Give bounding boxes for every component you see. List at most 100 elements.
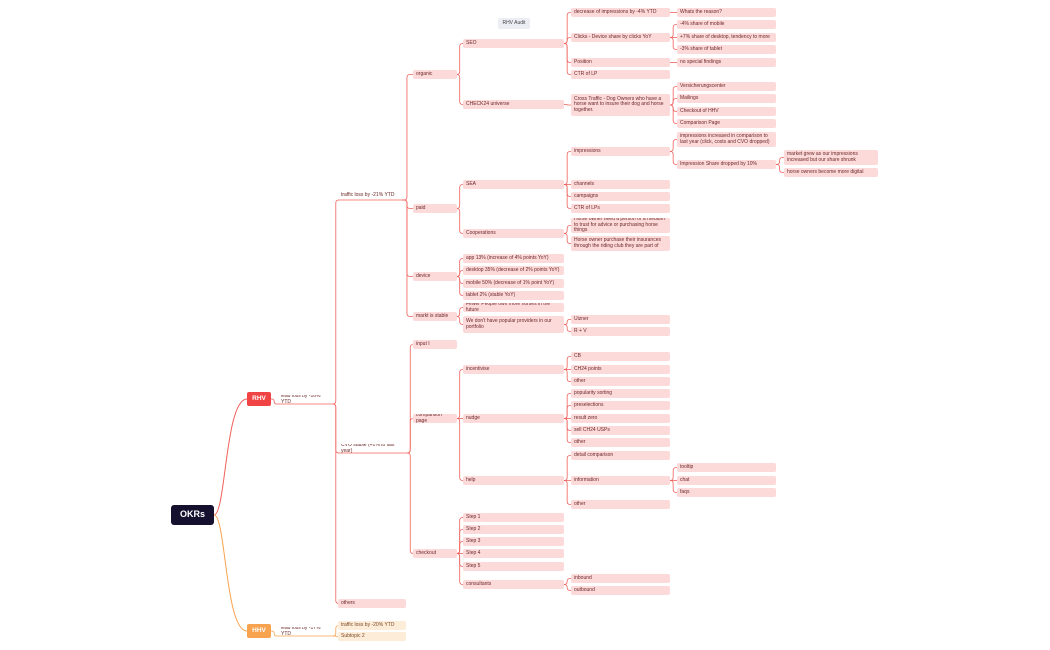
sea-item[interactable]: CTR of LPs [571,204,670,213]
cooperation-item[interactable]: Horse owner purchase their insurances th… [571,236,670,251]
connector-line [670,139,677,152]
cvo-stable-node[interactable]: CVO stable (+1% to last year) [341,444,395,453]
connector-line [776,157,784,165]
consultant-item[interactable]: outbound [571,586,670,595]
provider-item[interactable]: R + V [571,327,670,336]
incentive-item[interactable]: CB [571,352,670,361]
nudge-node[interactable]: nudge [463,414,564,423]
nudge-item[interactable]: other [571,438,670,447]
connector-line [407,452,414,554]
sea-node[interactable]: SEA [463,180,564,189]
chat-node[interactable]: chat [677,476,776,485]
connector-line [564,418,571,443]
connector-line [564,455,571,481]
no-special-findings-node[interactable]: no special findings [677,58,776,67]
incentive-item[interactable]: other [571,377,670,386]
connector-line [670,104,677,124]
cross-channel-item[interactable]: Mailings [677,94,776,103]
hhv-traffic-loss-node[interactable]: traffic loss by -20% YTD [338,621,406,630]
check24-universe-node[interactable]: CHECK24 universe [463,100,564,109]
connector-line [670,24,677,38]
checkout-step[interactable]: Step 1 [463,513,564,522]
market-grew-node[interactable]: market grew as our impressions increased… [784,150,878,165]
connector-line [670,480,677,493]
connector-line [564,43,571,75]
checkout-step[interactable]: Step 3 [463,537,564,546]
impressions-increased-node[interactable]: impressions increased in comparison to l… [677,132,776,147]
help-node[interactable]: help [463,476,564,485]
connector-line [456,184,463,209]
nudge-item[interactable]: preselections [571,401,670,410]
connector-line [402,199,413,277]
cooperations-node[interactable]: Cooperations [463,229,564,238]
sea-item[interactable]: campaigns [571,192,670,201]
connector-line [564,151,571,185]
cross-channel-item[interactable]: Versicherungscenter [677,82,776,91]
others-node[interactable]: others [338,599,406,608]
branch-hhv[interactable]: HHV [247,624,271,638]
impressions-node[interactable]: impressions [571,147,670,156]
device-share-item[interactable]: mobile 50% (decrease of 1% point YoY) [463,279,564,288]
market-stable-node[interactable]: markt is stable [413,312,457,321]
nudge-item[interactable]: result zero [571,414,670,423]
connector-line [670,151,677,165]
nudge-item[interactable]: sell CH24 USPs [571,426,670,435]
provider-item[interactable]: Uizner [571,315,670,324]
incentivise-node[interactable]: incentivise [463,365,564,374]
connector-line [402,199,413,209]
device-share-item[interactable]: tablet 2% (stable YoY) [463,291,564,300]
connector-line [456,418,463,481]
whats-the-reason-node[interactable]: Whats the reason? [677,8,776,17]
nudge-item[interactable]: popularity sorting [571,389,670,398]
incentive-item[interactable]: CH24 points [571,365,670,374]
fewer-people-node[interactable]: Fewer People own more horses in the futu… [463,303,564,312]
checkout-step[interactable]: Step 2 [463,525,564,534]
consultants-node[interactable]: consultants [463,580,564,589]
tooltip-node[interactable]: tooltip [677,463,776,472]
cross-channel-item[interactable]: Comparison Page [677,119,776,128]
ctr-lp-node[interactable]: CTR of LP [571,70,670,79]
impression-share-node[interactable]: Impression Share dropped by 10% [677,160,776,169]
cooperation-item[interactable]: Horse owner need a person or a medium to… [571,218,670,233]
cross-traffic-node[interactable]: Cross Traffic - Dog Owners who have a ho… [571,94,670,116]
mobile-share-node[interactable]: -4% share of mobile [677,20,776,29]
connector-line [564,480,571,505]
traffic-loss-node[interactable]: traffic loss by -21% YTD [341,191,395,198]
rhv-lead-loss[interactable]: lead loss by -16% YTD [281,395,321,404]
impressions-decrease-node[interactable]: decrease of impressions by -4% YTD [571,8,670,17]
clicks-device-node[interactable]: Clicks - Device share by clicks YoY [571,33,670,42]
input-node[interactable]: input I [413,340,457,349]
organic-node[interactable]: organic [413,70,457,79]
paid-node[interactable]: paid [413,204,457,213]
hhv-subtopic-node[interactable]: Subtopic 2 [338,632,406,641]
seo-node[interactable]: SEO [463,39,564,48]
connector-line [670,467,677,481]
desktop-share-node[interactable]: +7% share of desktop, tendency to more [677,33,776,42]
checkout-node[interactable]: checkout [413,549,457,558]
device-share-item[interactable]: desktop 35% (decrease of 2% points YoY) [463,266,564,275]
checkout-step[interactable]: Step 5 [463,562,564,571]
position-node[interactable]: Position [571,58,670,67]
tablet-share-node[interactable]: -3% share of tablet [677,45,776,54]
connector-line [564,319,571,325]
consultant-item[interactable]: inbound [571,574,670,583]
branch-rhv[interactable]: RHV [247,392,271,406]
horse-owners-digital-node[interactable]: horse owners become more digital [784,168,878,177]
hhv-lead-loss[interactable]: lead loss by -17% YTD [281,627,321,636]
comparison-page-node[interactable]: comparison page [413,414,457,423]
device-share-item[interactable]: app 13% (increase of 4% points YoY) [463,254,564,263]
cross-channel-item[interactable]: Checkout of HHV [677,107,776,116]
device-node[interactable]: device [413,272,457,281]
information-node[interactable]: information [571,476,670,485]
connector-line [564,356,571,370]
connector-line [564,324,571,332]
connector-line [456,208,463,234]
no-popular-providers-node[interactable]: We don't have popular providers in our p… [463,316,564,333]
detail-comparison-node[interactable]: detail comparison [571,451,670,460]
connector-line [213,398,248,516]
faqs-node[interactable]: faqs [677,488,776,497]
sea-item[interactable]: channels [571,180,670,189]
root-node[interactable]: OKRs [171,505,214,525]
checkout-step[interactable]: Step 4 [463,549,564,558]
help-other-node[interactable]: other [571,500,670,509]
